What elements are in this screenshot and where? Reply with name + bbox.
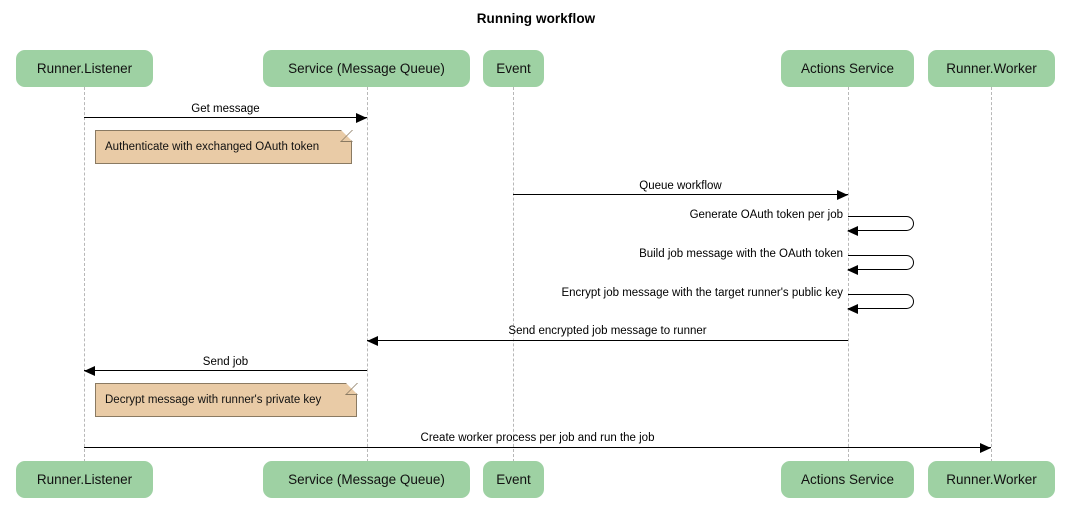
note-folded-corner-icon — [341, 130, 352, 141]
self-message-loop-encrypt-job-message-with-the-target-runners-public-key — [848, 294, 914, 309]
participant-label: Runner.Listener — [36, 61, 133, 76]
lifeline-service-message-queue — [367, 87, 368, 462]
note-authenticate-note: Authenticate with exchanged OAuth token — [95, 130, 364, 164]
lifeline-actions-service — [848, 87, 849, 462]
participant-event-bottom-row[interactable]: Event — [483, 461, 544, 498]
lifeline-runner-worker — [991, 87, 992, 462]
arrowhead-create-worker-process-per-job-and-run-the-job — [980, 442, 991, 453]
self-message-loop-build-job-message-with-the-oauth-token — [848, 255, 914, 270]
participant-label: Service (Message Queue) — [288, 472, 445, 487]
arrowhead-queue-workflow — [837, 189, 848, 200]
participant-label: Service (Message Queue) — [288, 61, 445, 76]
message-line-send-job — [84, 370, 367, 371]
participant-actions-service-top-row[interactable]: Actions Service — [781, 50, 914, 87]
message-label-create-worker-process-per-job-and-run-the-job: Create worker process per job and run th… — [420, 432, 655, 444]
participant-service-message-queue-top-row[interactable]: Service (Message Queue) — [263, 50, 470, 87]
arrowhead-get-message — [356, 112, 367, 123]
arrowhead-send-encrypted-job-message-to-runner — [367, 335, 378, 346]
participant-label: Event — [496, 61, 531, 76]
message-label-send-encrypted-job-message-to-runner: Send encrypted job message to runner — [508, 325, 707, 337]
self-message-loop-generate-oauth-token-per-job — [848, 216, 914, 231]
participant-label: Runner.Worker — [946, 61, 1037, 76]
arrowhead-generate-oauth-token-per-job — [847, 225, 858, 236]
participant-runner-worker-top-row[interactable]: Runner.Worker — [928, 50, 1055, 87]
message-label-queue-workflow: Queue workflow — [639, 180, 722, 192]
participant-label: Event — [496, 472, 531, 487]
note-folded-corner-icon — [346, 383, 357, 394]
arrowhead-build-job-message-with-the-oauth-token — [847, 264, 858, 275]
message-line-send-encrypted-job-message-to-runner — [367, 340, 848, 341]
note-text: Decrypt message with runner's private ke… — [105, 394, 322, 406]
participant-runner-listener-top-row[interactable]: Runner.Listener — [16, 50, 153, 87]
arrowhead-encrypt-job-message-with-the-target-runners-public-key — [847, 303, 858, 314]
message-label-get-message: Get message — [191, 103, 260, 115]
participant-service-message-queue-bottom-row[interactable]: Service (Message Queue) — [263, 461, 470, 498]
participant-label: Actions Service — [800, 61, 895, 76]
message-label-build-job-message-with-the-oauth-token: Build job message with the OAuth token — [639, 248, 843, 260]
participant-label: Runner.Worker — [946, 472, 1037, 487]
note-text: Authenticate with exchanged OAuth token — [105, 141, 320, 153]
message-label-generate-oauth-token-per-job: Generate OAuth token per job — [689, 209, 843, 221]
participant-event-top-row[interactable]: Event — [483, 50, 544, 87]
message-label-send-job: Send job — [202, 356, 249, 368]
message-line-create-worker-process-per-job-and-run-the-job — [84, 447, 991, 448]
lifeline-event — [513, 87, 514, 462]
lifeline-runner-listener — [84, 87, 85, 462]
message-label-encrypt-job-message-with-the-target-runners-public-key: Encrypt job message with the target runn… — [561, 287, 843, 299]
participant-runner-worker-bottom-row[interactable]: Runner.Worker — [928, 461, 1055, 498]
arrowhead-send-job — [84, 365, 95, 376]
participant-actions-service-bottom-row[interactable]: Actions Service — [781, 461, 914, 498]
participant-label: Runner.Listener — [36, 472, 133, 487]
page-title: Running workflow — [476, 11, 596, 26]
participant-runner-listener-bottom-row[interactable]: Runner.Listener — [16, 461, 153, 498]
message-line-get-message — [84, 117, 367, 118]
participant-label: Actions Service — [800, 472, 895, 487]
message-line-queue-workflow — [513, 194, 848, 195]
note-decrypt-note: Decrypt message with runner's private ke… — [95, 383, 369, 417]
